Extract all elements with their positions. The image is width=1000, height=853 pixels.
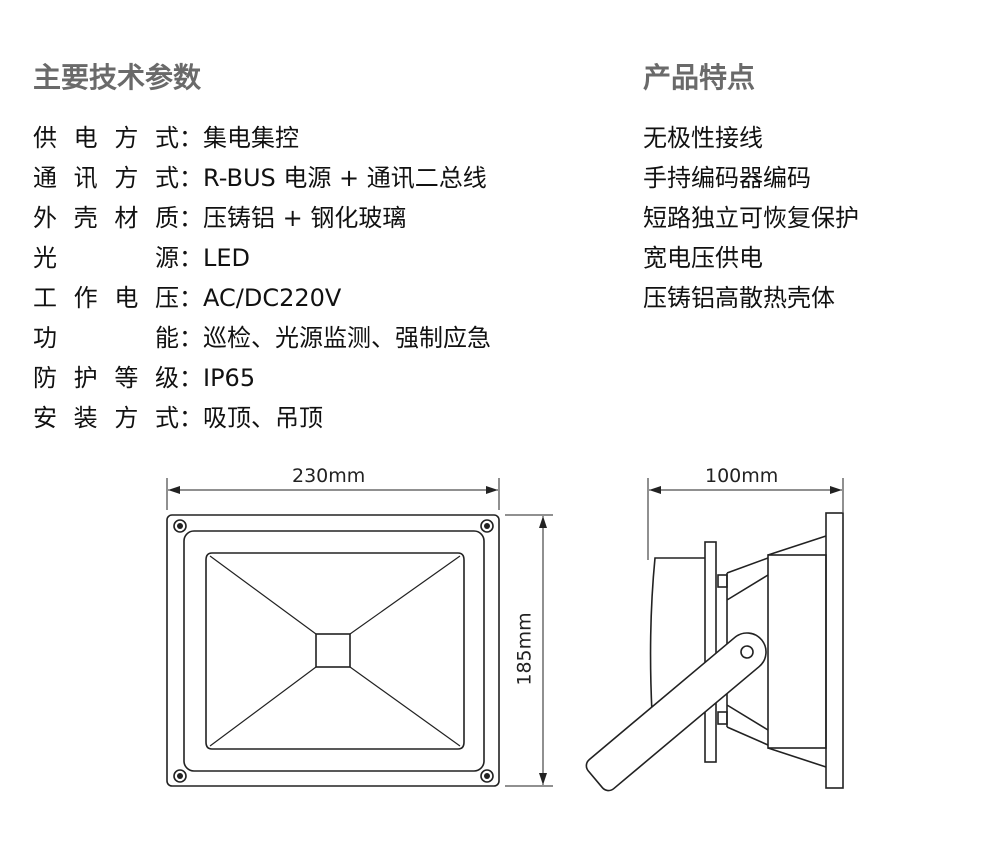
side-view	[585, 478, 844, 792]
spec-row: 光源：LED	[33, 238, 491, 278]
spec-row: 供电方式：集电集控	[33, 118, 491, 158]
specs-title: 主要技术参数	[33, 61, 202, 94]
feature-item: 无极性接线	[643, 124, 763, 152]
spec-value: AC/DC220V	[203, 284, 342, 312]
colon: ：	[179, 164, 203, 192]
spec-label: 安装方式	[33, 404, 179, 432]
spec-label: 通讯方式	[33, 164, 179, 192]
feature-item: 短路独立可恢复保护	[643, 204, 859, 232]
spec-row: 安装方式：吸顶、吊顶	[33, 398, 491, 438]
feature-item: 手持编码器编码	[643, 164, 811, 192]
features-title: 产品特点	[643, 61, 756, 94]
feature-item: 宽电压供电	[643, 244, 763, 272]
width-dimension-label: 230mm	[292, 465, 366, 487]
colon: ：	[179, 324, 203, 352]
spec-value: R-BUS 电源 + 通讯二总线	[203, 164, 487, 192]
colon: ：	[179, 404, 203, 432]
spec-label: 防护等级	[33, 364, 179, 392]
specs-list: 供电方式：集电集控通讯方式：R-BUS 电源 + 通讯二总线外壳材质：压铸铝 +…	[33, 118, 491, 438]
spec-value: 压铸铝 + 钢化玻璃	[203, 204, 407, 232]
spec-label: 功能	[33, 324, 179, 352]
colon: ：	[179, 244, 203, 272]
spec-row: 外壳材质：压铸铝 + 钢化玻璃	[33, 198, 491, 238]
height-dimension-label: 185mm	[513, 612, 536, 686]
feature-item: 压铸铝高散热壳体	[643, 284, 835, 312]
spec-row: 通讯方式：R-BUS 电源 + 通讯二总线	[33, 158, 491, 198]
colon: ：	[179, 204, 203, 232]
spec-label: 工作电压	[33, 284, 179, 312]
front-view	[166, 478, 553, 787]
spec-value: IP65	[203, 364, 256, 392]
colon: ：	[179, 124, 203, 152]
spec-row: 工作电压：AC/DC220V	[33, 278, 491, 318]
colon: ：	[179, 284, 203, 312]
spec-label: 光源	[33, 244, 179, 272]
spec-value: LED	[203, 244, 251, 272]
spec-row: 功能：巡检、光源监测、强制应急	[33, 318, 491, 358]
features-list: 无极性接线手持编码器编码短路独立可恢复保护宽电压供电压铸铝高散热壳体	[643, 118, 859, 318]
spec-label: 供电方式	[33, 124, 179, 152]
spec-value: 吸顶、吊顶	[203, 404, 323, 432]
spec-value: 集电集控	[203, 124, 299, 152]
spec-row: 防护等级：IP65	[33, 358, 491, 398]
colon: ：	[179, 364, 203, 392]
spec-label: 外壳材质	[33, 204, 179, 232]
spec-value: 巡检、光源监测、强制应急	[203, 324, 491, 352]
depth-dimension-label: 100mm	[705, 465, 779, 487]
